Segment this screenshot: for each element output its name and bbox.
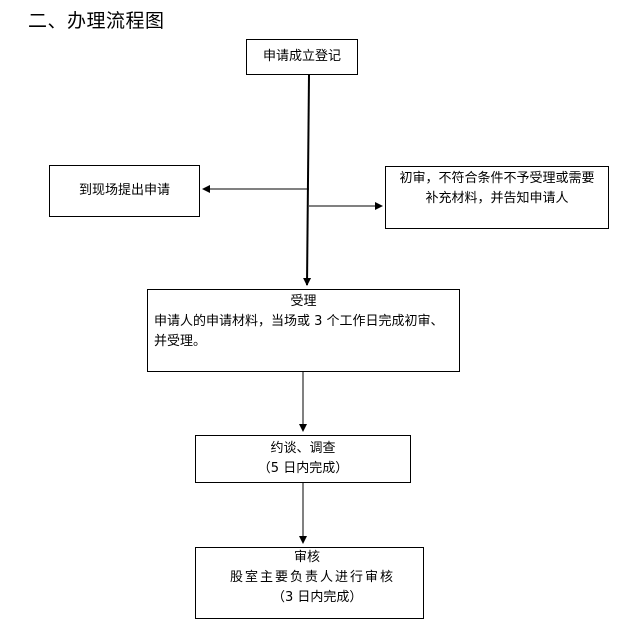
node-register-label: 申请成立登记	[262, 49, 341, 64]
node-interview: 约谈、调查 （5 日内完成）	[195, 435, 411, 483]
node-initial-review: 初审，不符合条件不予受理或需要 补充材料，并告知申请人	[385, 166, 609, 229]
node-interview-line1: （5 日内完成）	[257, 461, 349, 476]
node-acceptance: 受理 申请人的申请材料，当场或 3 个工作日完成初审、 并受理。	[147, 289, 460, 372]
node-acceptance-line2: 并受理。	[154, 334, 207, 349]
node-interview-heading: 约谈、调查	[270, 441, 336, 456]
node-acceptance-heading: 受理	[290, 294, 317, 309]
edge-register-to-acceptance	[303, 74, 312, 286]
section-title: 二、办理流程图	[28, 10, 165, 32]
node-register: 申请成立登记	[246, 39, 358, 75]
node-initial-review-line1: 初审，不符合条件不予受理或需要	[399, 171, 595, 186]
node-onsite-application: 到现场提出申请	[49, 165, 200, 217]
node-initial-review-line2: 补充材料，并告知申请人	[425, 191, 569, 206]
node-review-line2: （3 日内完成）	[272, 590, 363, 605]
node-onsite-label: 到现场提出申请	[78, 183, 170, 198]
node-review: 审核 股室主要负责人进行审核 （3 日内完成）	[195, 547, 424, 619]
node-review-heading: 审核	[294, 550, 321, 565]
node-review-line1: 股室主要负责人进行审核	[230, 570, 396, 585]
node-acceptance-line1: 申请人的申请材料，当场或 3 个工作日完成初审、	[154, 314, 444, 329]
